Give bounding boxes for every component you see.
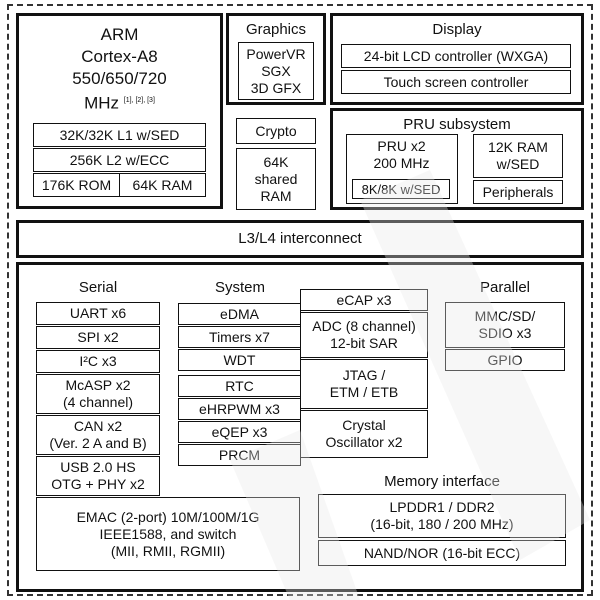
pru-title: PRU subsystem bbox=[403, 115, 511, 133]
shared-ram-line-2: shared bbox=[254, 170, 298, 187]
can: CAN x2 (Ver. 2 A and B) bbox=[36, 415, 160, 455]
emac-line-2: IEEE1588, and switch bbox=[99, 525, 237, 542]
system-title: System bbox=[214, 278, 265, 296]
i2c: I²C x3 bbox=[36, 350, 160, 373]
osc-line-2: Oscillator x2 bbox=[325, 434, 403, 450]
ram: 64K RAM bbox=[119, 173, 206, 197]
rtc: RTC bbox=[178, 375, 301, 397]
ddr-line-1: LPDDR1 / DDR2 bbox=[389, 499, 495, 515]
graphics-title: Graphics bbox=[245, 20, 307, 38]
shared-ram-line-1: 64K bbox=[263, 153, 289, 170]
emac-line-1: EMAC (2-port) 10M/100M/1G bbox=[76, 508, 260, 525]
l1-cache: 32K/32K L1 w/SED bbox=[33, 123, 206, 147]
emac: EMAC (2-port) 10M/100M/1G IEEE1588, and … bbox=[36, 497, 300, 571]
pru-core-text: PRU x2 200 MHz bbox=[347, 138, 456, 172]
jtag: JTAG / ETM / ETB bbox=[300, 359, 428, 409]
pru-peripherals: Peripherals bbox=[473, 180, 563, 204]
arm-line-3: 550/650/720 bbox=[72, 69, 167, 88]
ehrpwm: eHRPWM x3 bbox=[178, 398, 301, 420]
adc-line-1: ADC (8 channel) bbox=[312, 318, 416, 334]
mmc-line-1: MMC/SD/ bbox=[474, 308, 536, 324]
prcm: PRCM bbox=[178, 444, 301, 466]
gpio: GPIO bbox=[445, 349, 565, 371]
crystal-oscillator: Crystal Oscillator x2 bbox=[300, 410, 428, 458]
arm-refs: [1], [2], [3] bbox=[123, 97, 155, 104]
spi: SPI x2 bbox=[36, 326, 160, 349]
usb-line-2: OTG + PHY x2 bbox=[51, 476, 145, 492]
l3-l4-interconnect: L3/L4 interconnect bbox=[16, 220, 584, 258]
jtag-line-1: JTAG / bbox=[342, 367, 386, 383]
pru-core-line-2: 200 MHz bbox=[373, 155, 430, 171]
arm-cortex-block: ARM Cortex-A8 550/650/720 MHz [1], [2], … bbox=[16, 13, 223, 209]
uart: UART x6 bbox=[36, 302, 160, 325]
mmc-sd: MMC/SD/ SDIO x3 bbox=[445, 302, 565, 348]
arm-line-2: Cortex-A8 bbox=[81, 47, 158, 66]
pru-ram: 12K RAM w/SED bbox=[473, 134, 563, 178]
usb-line-1: USB 2.0 HS bbox=[60, 459, 136, 475]
nand-nor: NAND/NOR (16-bit ECC) bbox=[318, 540, 566, 566]
arm-mhz: MHz bbox=[84, 93, 120, 113]
lpddr: LPDDR1 / DDR2 (16-bit, 180 / 200 MHz) bbox=[318, 494, 566, 538]
ecap: eCAP x3 bbox=[300, 289, 428, 311]
parallel-title: Parallel bbox=[479, 278, 531, 296]
shared-ram-line-3: RAM bbox=[260, 187, 292, 204]
gpu-line-3: 3D GFX bbox=[250, 79, 302, 96]
pru-cores: PRU x2 200 MHz 8K/8K w/SED bbox=[346, 134, 458, 204]
mcasp-line-1: McASP x2 bbox=[65, 377, 131, 393]
arm-title: ARM Cortex-A8 550/650/720 MHz [1], [2], … bbox=[19, 24, 220, 115]
eqep: eQEP x3 bbox=[178, 421, 301, 443]
mcasp-line-2: (4 channel) bbox=[62, 394, 134, 410]
can-line-1: CAN x2 bbox=[73, 418, 123, 434]
wdt: WDT bbox=[178, 349, 301, 371]
timers: Timers x7 bbox=[178, 326, 301, 348]
adc: ADC (8 channel) 12-bit SAR bbox=[300, 312, 428, 358]
ddr-line-2: (16-bit, 180 / 200 MHz) bbox=[370, 516, 514, 532]
arm-line-4: MHz [1], [2], [3] bbox=[84, 90, 155, 115]
pru-subsystem: PRU subsystem PRU x2 200 MHz 8K/8K w/SED… bbox=[330, 108, 584, 210]
edma: eDMA bbox=[178, 303, 301, 325]
arm-line-1: ARM bbox=[100, 25, 139, 44]
memory-title: Memory interface bbox=[384, 472, 500, 490]
osc-line-1: Crystal bbox=[342, 417, 386, 433]
powervr-gpu: PowerVR SGX 3D GFX bbox=[238, 42, 314, 100]
chip-boundary bbox=[7, 4, 593, 596]
touch-controller: Touch screen controller bbox=[341, 70, 571, 94]
display-block: Display 24-bit LCD controller (WXGA) Tou… bbox=[330, 13, 584, 105]
usb: USB 2.0 HS OTG + PHY x2 bbox=[36, 456, 160, 496]
gpu-line-2: SGX bbox=[261, 62, 291, 79]
pru-ram-line-1: 12K RAM bbox=[488, 139, 548, 155]
rom: 176K ROM bbox=[33, 173, 120, 197]
shared-ram: 64K shared RAM bbox=[236, 148, 316, 210]
graphics-block: Graphics PowerVR SGX 3D GFX bbox=[226, 13, 326, 105]
jtag-line-2: ETM / ETB bbox=[329, 384, 399, 400]
adc-line-2: 12-bit SAR bbox=[330, 335, 398, 351]
gpu-line-1: PowerVR bbox=[246, 45, 306, 62]
emac-line-3: (MII, RMII, RGMII) bbox=[110, 542, 226, 559]
l2-cache: 256K L2 w/ECC bbox=[33, 148, 206, 172]
pru-ram-line-2: w/SED bbox=[496, 156, 540, 172]
display-title: Display bbox=[432, 20, 482, 38]
mmc-line-2: SDIO x3 bbox=[478, 325, 532, 341]
lcd-controller: 24-bit LCD controller (WXGA) bbox=[341, 44, 571, 68]
pru-core-line-1: PRU x2 bbox=[377, 138, 426, 154]
crypto: Crypto bbox=[236, 118, 316, 144]
mcasp: McASP x2 (4 channel) bbox=[36, 374, 160, 414]
pru-sed-memory: 8K/8K w/SED bbox=[352, 179, 450, 199]
serial-title: Serial bbox=[78, 278, 118, 296]
can-line-2: (Ver. 2 A and B) bbox=[49, 435, 147, 451]
